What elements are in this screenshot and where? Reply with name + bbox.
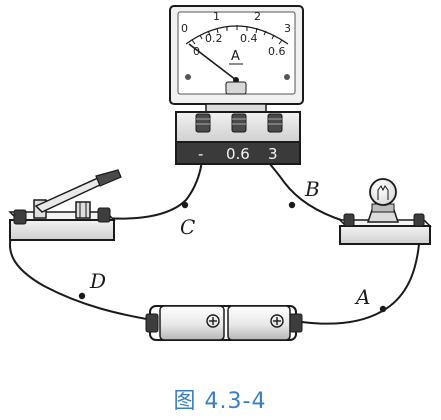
scale-bottom-2: 0.4 <box>240 32 258 45</box>
ammeter-terminal-0.6 <box>231 113 247 133</box>
ammeter-adjust-knob <box>225 81 247 95</box>
switch-terminal-right <box>97 207 111 223</box>
scale-top-0: 0 <box>181 22 188 35</box>
point-label-d: D <box>89 269 106 293</box>
wire-a <box>301 231 421 325</box>
ammeter-screw-right <box>284 74 290 80</box>
ammeter-terminal-3 <box>267 113 283 133</box>
ammeter-needle <box>188 43 237 81</box>
lamp-base <box>339 225 431 245</box>
scale-bottom-3: 0.6 <box>268 45 286 58</box>
lamp-terminal-left <box>343 213 355 227</box>
point-label-a: A <box>354 285 370 309</box>
lamp-terminal-right <box>413 213 425 227</box>
figure-caption: 图 4.3-4 <box>174 389 267 414</box>
terminal-label-3: 3 <box>268 145 278 163</box>
switch-handle <box>95 169 122 187</box>
knife-switch <box>8 169 122 241</box>
switch-blade <box>34 177 104 213</box>
wire-d <box>9 227 153 321</box>
ammeter-ticks <box>191 25 283 45</box>
battery-terminal-right <box>289 313 303 333</box>
battery-cell-left <box>159 305 225 341</box>
switch-base <box>9 219 115 241</box>
scale-top-2: 2 <box>254 10 261 23</box>
point-c-dot <box>181 201 189 209</box>
battery-pack <box>145 305 303 341</box>
battery-plus-left-icon <box>206 314 220 328</box>
terminal-label-0.6: 0.6 <box>226 145 250 163</box>
point-d-dot <box>78 292 86 300</box>
battery-cell-right <box>227 305 291 341</box>
ammeter-terminal-minus <box>195 113 211 133</box>
lamp <box>338 178 432 245</box>
point-label-b: B <box>304 177 320 201</box>
switch-clip <box>75 201 91 219</box>
point-a-dot <box>379 305 387 313</box>
ammeter-base-strip <box>175 141 301 165</box>
switch-terminal-left <box>13 209 27 225</box>
scale-bottom-0: 0 <box>193 45 200 58</box>
scale-top-1: 1 <box>213 10 220 23</box>
lamp-bulb <box>369 178 397 206</box>
scale-top-3: 3 <box>284 22 291 35</box>
ammeter-unit-label: A <box>231 49 240 64</box>
point-label-c: C <box>180 215 195 239</box>
battery-plus-right-icon <box>270 314 284 328</box>
ammeter: 0 1 2 3 0 0.2 0.4 0.6 A - 0.6 3 <box>169 5 304 165</box>
battery-terminal-left <box>145 313 159 333</box>
scale-bottom-1: 0.2 <box>205 32 223 45</box>
point-b-dot <box>288 201 296 209</box>
terminal-label-minus: - <box>198 145 203 163</box>
lamp-filament <box>377 185 389 200</box>
ammeter-screw-left <box>185 74 191 80</box>
